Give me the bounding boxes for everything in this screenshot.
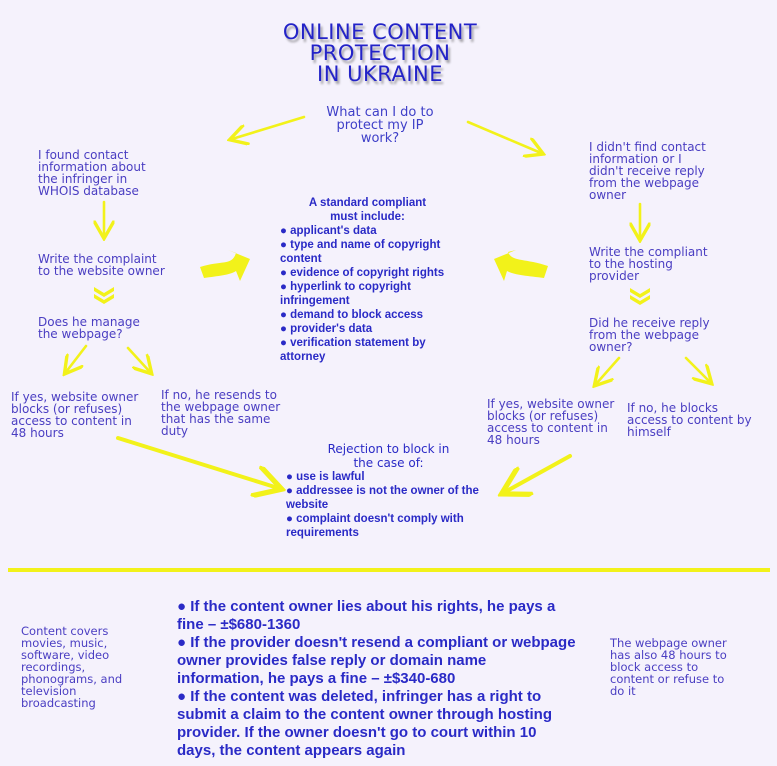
list-item: ● demand to block access	[280, 309, 424, 321]
curved-arrow-right	[494, 250, 548, 281]
arrow-question-right	[466, 120, 541, 153]
arrow-right-yes	[596, 356, 621, 384]
arrow-left-no	[126, 346, 150, 372]
fines-list: ● If the content owner lies about his ri…	[177, 598, 577, 760]
arrow-right-no	[684, 356, 710, 382]
list-item: ● hyperlink to copyright infringement	[280, 281, 411, 307]
list-item: ● applicant's data	[280, 225, 377, 237]
arrow-left-yes	[66, 344, 88, 372]
double-chevron-left	[94, 287, 114, 304]
double-chevron-right	[630, 288, 650, 305]
list-item: ● If the content was deleted, infringer …	[177, 688, 552, 759]
list-item: ● provider's data	[280, 323, 373, 335]
list-item: ● complaint doesn't comply with requirem…	[286, 513, 464, 539]
list-item: ● type and name of copyright content	[280, 239, 441, 265]
list-item: ● evidence of copyright rights	[280, 267, 445, 279]
standard-list: ● applicant's data ● type and name of co…	[280, 224, 455, 364]
list-item: ● If the content owner lies about his ri…	[177, 598, 556, 633]
arrow-question-left	[232, 115, 306, 139]
rejection-list: ● use is lawful ● addressee is not the o…	[286, 470, 491, 540]
arrow-to-rejection-left	[116, 436, 278, 488]
list-item: ● If the provider doesn't resend a compl…	[177, 634, 576, 687]
curved-arrow-left	[200, 250, 250, 281]
list-item: ● verification statement by attorney	[280, 337, 426, 363]
arrow-to-rejection-right	[505, 454, 572, 492]
list-item: ● addressee is not the owner of the webs…	[286, 485, 479, 511]
list-item: ● use is lawful	[286, 471, 365, 483]
